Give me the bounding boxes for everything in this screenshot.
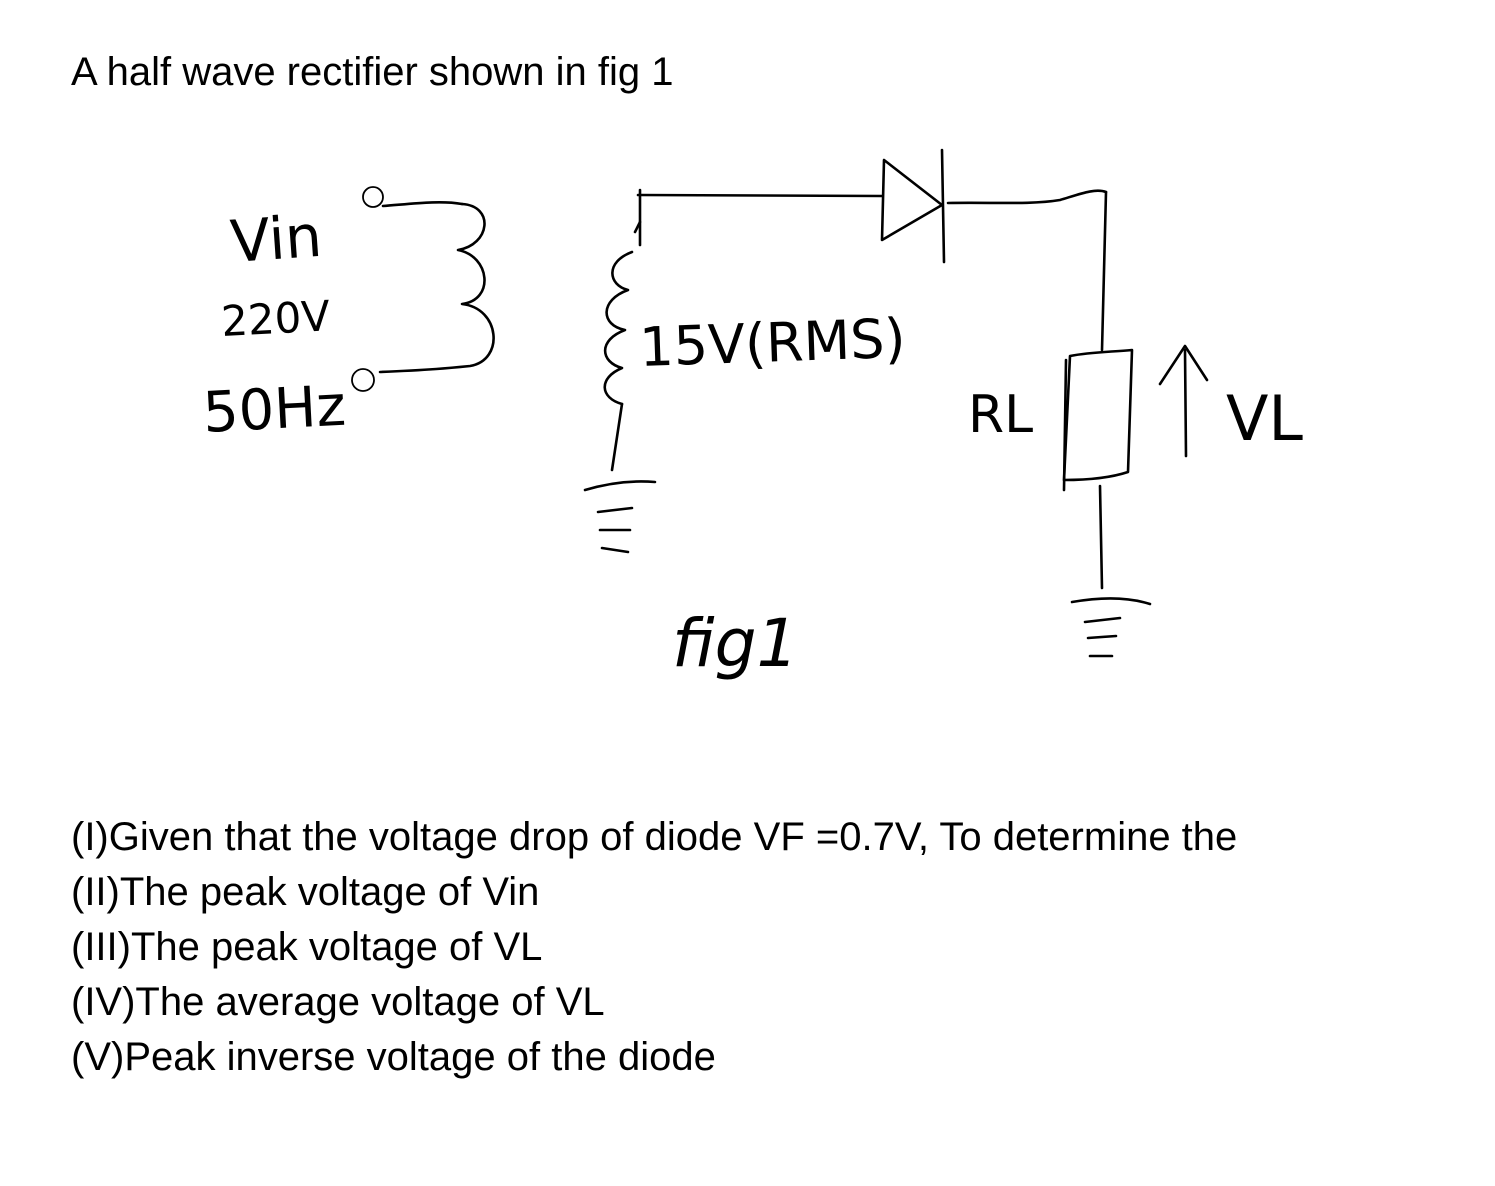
resistor-left-edge: [1062, 358, 1068, 492]
load-label: RL: [968, 385, 1033, 445]
input-terminal-bottom: [351, 368, 375, 392]
load-voltage-label: VL: [1226, 382, 1303, 455]
vin-label: Vin: [228, 202, 324, 276]
ground2-line-1: [1070, 597, 1152, 606]
ground-line-1: [583, 480, 657, 492]
ground-line-2: [596, 506, 634, 514]
diode-bar: [940, 148, 946, 264]
wire-to-ground: [1098, 484, 1104, 590]
voltage-arrow-head: [1158, 344, 1209, 386]
question-item: (I)Given that the voltage drop of diode …: [71, 815, 1238, 859]
question-list: (I)Given that the voltage drop of diode …: [71, 810, 1237, 1085]
question-item: (III)The peak voltage of VL: [71, 925, 543, 969]
input-terminal-top: [362, 186, 384, 208]
load-resistor: [1062, 348, 1134, 482]
question-item: (II)The peak voltage of Vin: [71, 870, 540, 914]
secondary-tick-mark: [633, 220, 642, 234]
circuit-diagram: Vin 220V 50Hz 15V(RMS) RL VL fig1: [201, 148, 1303, 682]
figure-caption: fig1: [672, 605, 799, 682]
secondary-coil: [603, 250, 634, 406]
primary-wire-top: [381, 200, 464, 208]
ground-line-4: [600, 546, 630, 554]
wire-to-resistor: [1100, 190, 1108, 352]
vin-voltage-label: 220V: [220, 291, 332, 346]
question-item: (V)Peak inverse voltage of the diode: [71, 1035, 716, 1079]
wire-to-diode: [636, 193, 884, 198]
diode-triangle: [880, 158, 944, 242]
ground2-line-2: [1083, 616, 1122, 624]
vin-frequency-label: 50Hz: [201, 374, 347, 446]
secondary-wire-bottom: [610, 402, 624, 472]
primary-coil: [378, 202, 495, 374]
voltage-arrow-shaft: [1183, 348, 1188, 458]
secondary-voltage-label: 15V(RMS): [638, 307, 906, 379]
problem-title: A half wave rectifier shown in fig 1: [71, 50, 674, 94]
wire-from-diode: [946, 189, 1108, 205]
circuit-figure: Vin 220V 50Hz 15V(RMS) RL VL fig1: [201, 148, 1303, 682]
question-item: (IV)The average voltage of VL: [71, 980, 605, 1024]
ground2-line-3: [1086, 634, 1118, 640]
